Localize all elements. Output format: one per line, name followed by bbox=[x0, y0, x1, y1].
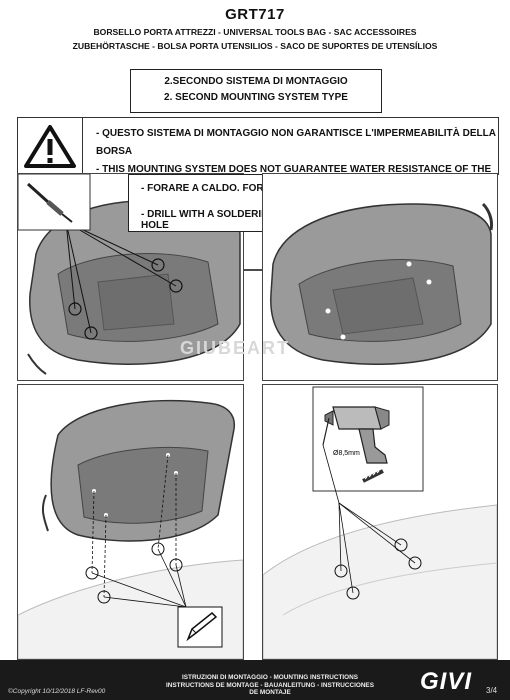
step-4-panel: Ø8,5mm bbox=[262, 384, 498, 660]
bag-marking-illustration bbox=[18, 174, 241, 375]
warning-box: - QUESTO SISTEMA DI MONTAGGIO NON GARANT… bbox=[17, 117, 499, 193]
section-title-box: 2.SECONDO SISTEMA DI MONTAGGIO 2. SECOND… bbox=[130, 69, 382, 113]
page-number: 3/4 bbox=[486, 686, 498, 695]
warning-text-it: - QUESTO SISTEMA DI MONTAGGIO NON GARANT… bbox=[96, 128, 496, 157]
seat-drilling-illustration: Ø8,5mm bbox=[263, 386, 497, 659]
copyright-text: ©Copyright 10/12/2018 LF-Rev00 bbox=[8, 688, 106, 695]
section-title-en: 2. SECOND MOUNTING SYSTEM TYPE bbox=[164, 92, 348, 103]
brand-logo: GIVI bbox=[420, 668, 473, 695]
instructions-line-1: ISTRUZIONI DI MONTAGGIO - MOUNTING INSTR… bbox=[182, 674, 358, 681]
watermark: GIUBEART bbox=[180, 338, 290, 358]
step-3-panel bbox=[17, 384, 244, 660]
product-names-line-2: ZUBEHÖRTASCHE - BOLSA PORTA UTENSILIOS -… bbox=[72, 41, 438, 51]
bag-on-seat-illustration bbox=[18, 399, 243, 659]
instructions-line-3: DE MONTAJE bbox=[249, 689, 291, 696]
step-1-panel bbox=[17, 173, 244, 381]
soldering-iron-icon bbox=[26, 182, 73, 223]
step-2-panel bbox=[262, 173, 498, 381]
product-names-line-1: BORSELLO PORTA ATTREZZI - UNIVERSAL TOOL… bbox=[93, 27, 417, 37]
drill-note-en: - DRILL WITH A SOLDERING IRON. Ø6/7mm HO… bbox=[141, 209, 349, 231]
footer-bar: ©Copyright 10/12/2018 LF-Rev00 ISTRUZION… bbox=[0, 660, 510, 700]
instructions-line-2: INSTRUCTIONS DE MONTAGE - BAUANLEITUNG -… bbox=[166, 681, 374, 689]
drill-bit-label: Ø8,5mm bbox=[333, 450, 360, 457]
warning-icon bbox=[18, 118, 83, 174]
drill-icon bbox=[322, 406, 390, 464]
document-code: GRT717 bbox=[225, 6, 285, 23]
instructions-label: ISTRUZIONI DI MONTAGGIO - MOUNTING INSTR… bbox=[160, 674, 380, 697]
section-title-it: 2.SECONDO SISTEMA DI MONTAGGIO bbox=[164, 76, 348, 87]
bag-holes-illustration bbox=[270, 202, 493, 365]
drill-bit-icon bbox=[362, 469, 384, 483]
pencil-icon bbox=[186, 611, 218, 642]
drill-note-it: - FORARE A CALDO. FORO Ø6/7mm bbox=[141, 183, 314, 194]
